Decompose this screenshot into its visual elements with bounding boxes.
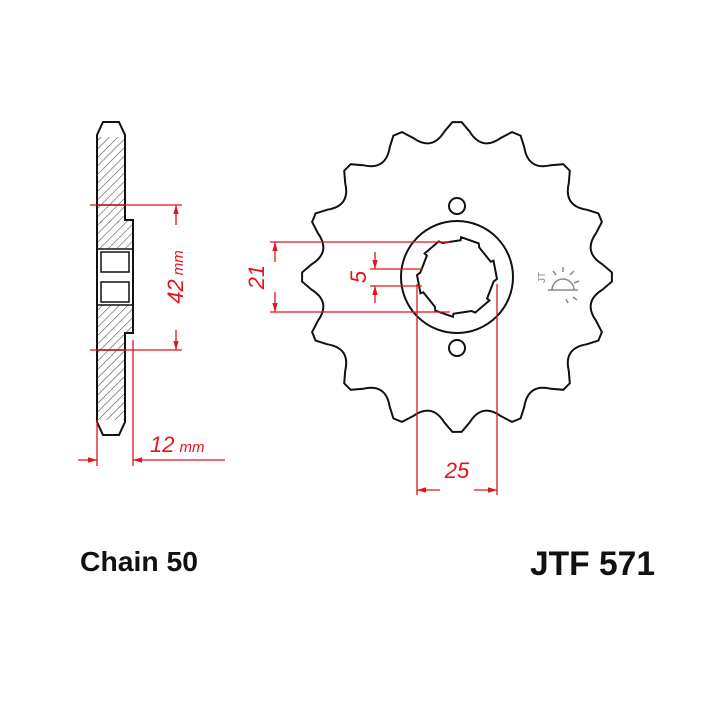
- hatch-bottom: [98, 333, 124, 420]
- hatch-top: [98, 137, 124, 223]
- front-view: [301, 121, 613, 433]
- spline-width-value: 25: [444, 458, 470, 483]
- sprocket-outline: [301, 121, 613, 433]
- spline-height-value: 21: [244, 265, 269, 290]
- hatch-hub-top: [98, 221, 132, 249]
- spline-bore: [415, 235, 499, 319]
- side-view: [96, 121, 134, 436]
- dimension-spline-height: 21: [244, 241, 450, 313]
- mounting-hole: [448, 339, 466, 357]
- hub-circle: [400, 220, 514, 334]
- spline-tooth-value: 5: [346, 270, 371, 283]
- chain-label: Chain 50: [80, 546, 198, 577]
- dimension-hub-diameter: 42mm: [90, 204, 188, 351]
- dimension-spline-width: 25: [416, 284, 498, 495]
- logo-text: JT: [537, 272, 548, 283]
- hatch-hub-bottom: [98, 305, 132, 333]
- hub-diameter-value: 42mm: [163, 250, 188, 303]
- bore-slot: [100, 281, 130, 303]
- bore-slot: [100, 251, 130, 273]
- part-number: JTF 571: [530, 545, 655, 583]
- dimension-spline-tooth: 5: [346, 252, 422, 303]
- jt-logo: JT: [537, 267, 580, 304]
- mounting-hole: [448, 197, 466, 215]
